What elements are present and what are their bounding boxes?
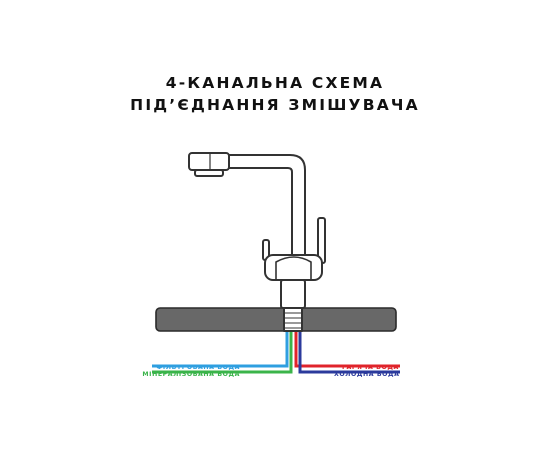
mixer-body <box>264 254 323 281</box>
mixer-body-ring <box>275 256 312 280</box>
line-hot <box>294 330 400 368</box>
threaded-shank <box>283 307 303 332</box>
diagram-title: 4-КАНАЛЬНА СХЕМА ПІД’ЄДНАННЯ ЗМІШУВАЧА <box>0 72 550 116</box>
label-cold: ХОЛОДНА ВОДА <box>334 371 400 378</box>
label-filtered: ФІЛЬТРОВАНА ВОДА <box>156 364 240 371</box>
line-mineralized <box>152 330 293 374</box>
countertop <box>155 307 397 332</box>
faucet <box>188 152 326 332</box>
spout-nozzle <box>194 169 224 177</box>
label-hot: ГАРЯЧА ВОДА <box>342 364 399 371</box>
line-cold <box>298 330 400 374</box>
label-mineralized: МІНЕРАЛІЗОВАНА ВОДА <box>142 371 240 378</box>
line-filtered <box>152 330 289 368</box>
water-lines <box>152 330 400 374</box>
spout-head <box>188 152 230 171</box>
faucet-base <box>280 279 306 309</box>
title-line-1: 4-КАНАЛЬНА СХЕМА <box>165 74 385 92</box>
title-line-2: ПІД’ЄДНАННЯ ЗМІШУВАЧА <box>130 96 420 114</box>
